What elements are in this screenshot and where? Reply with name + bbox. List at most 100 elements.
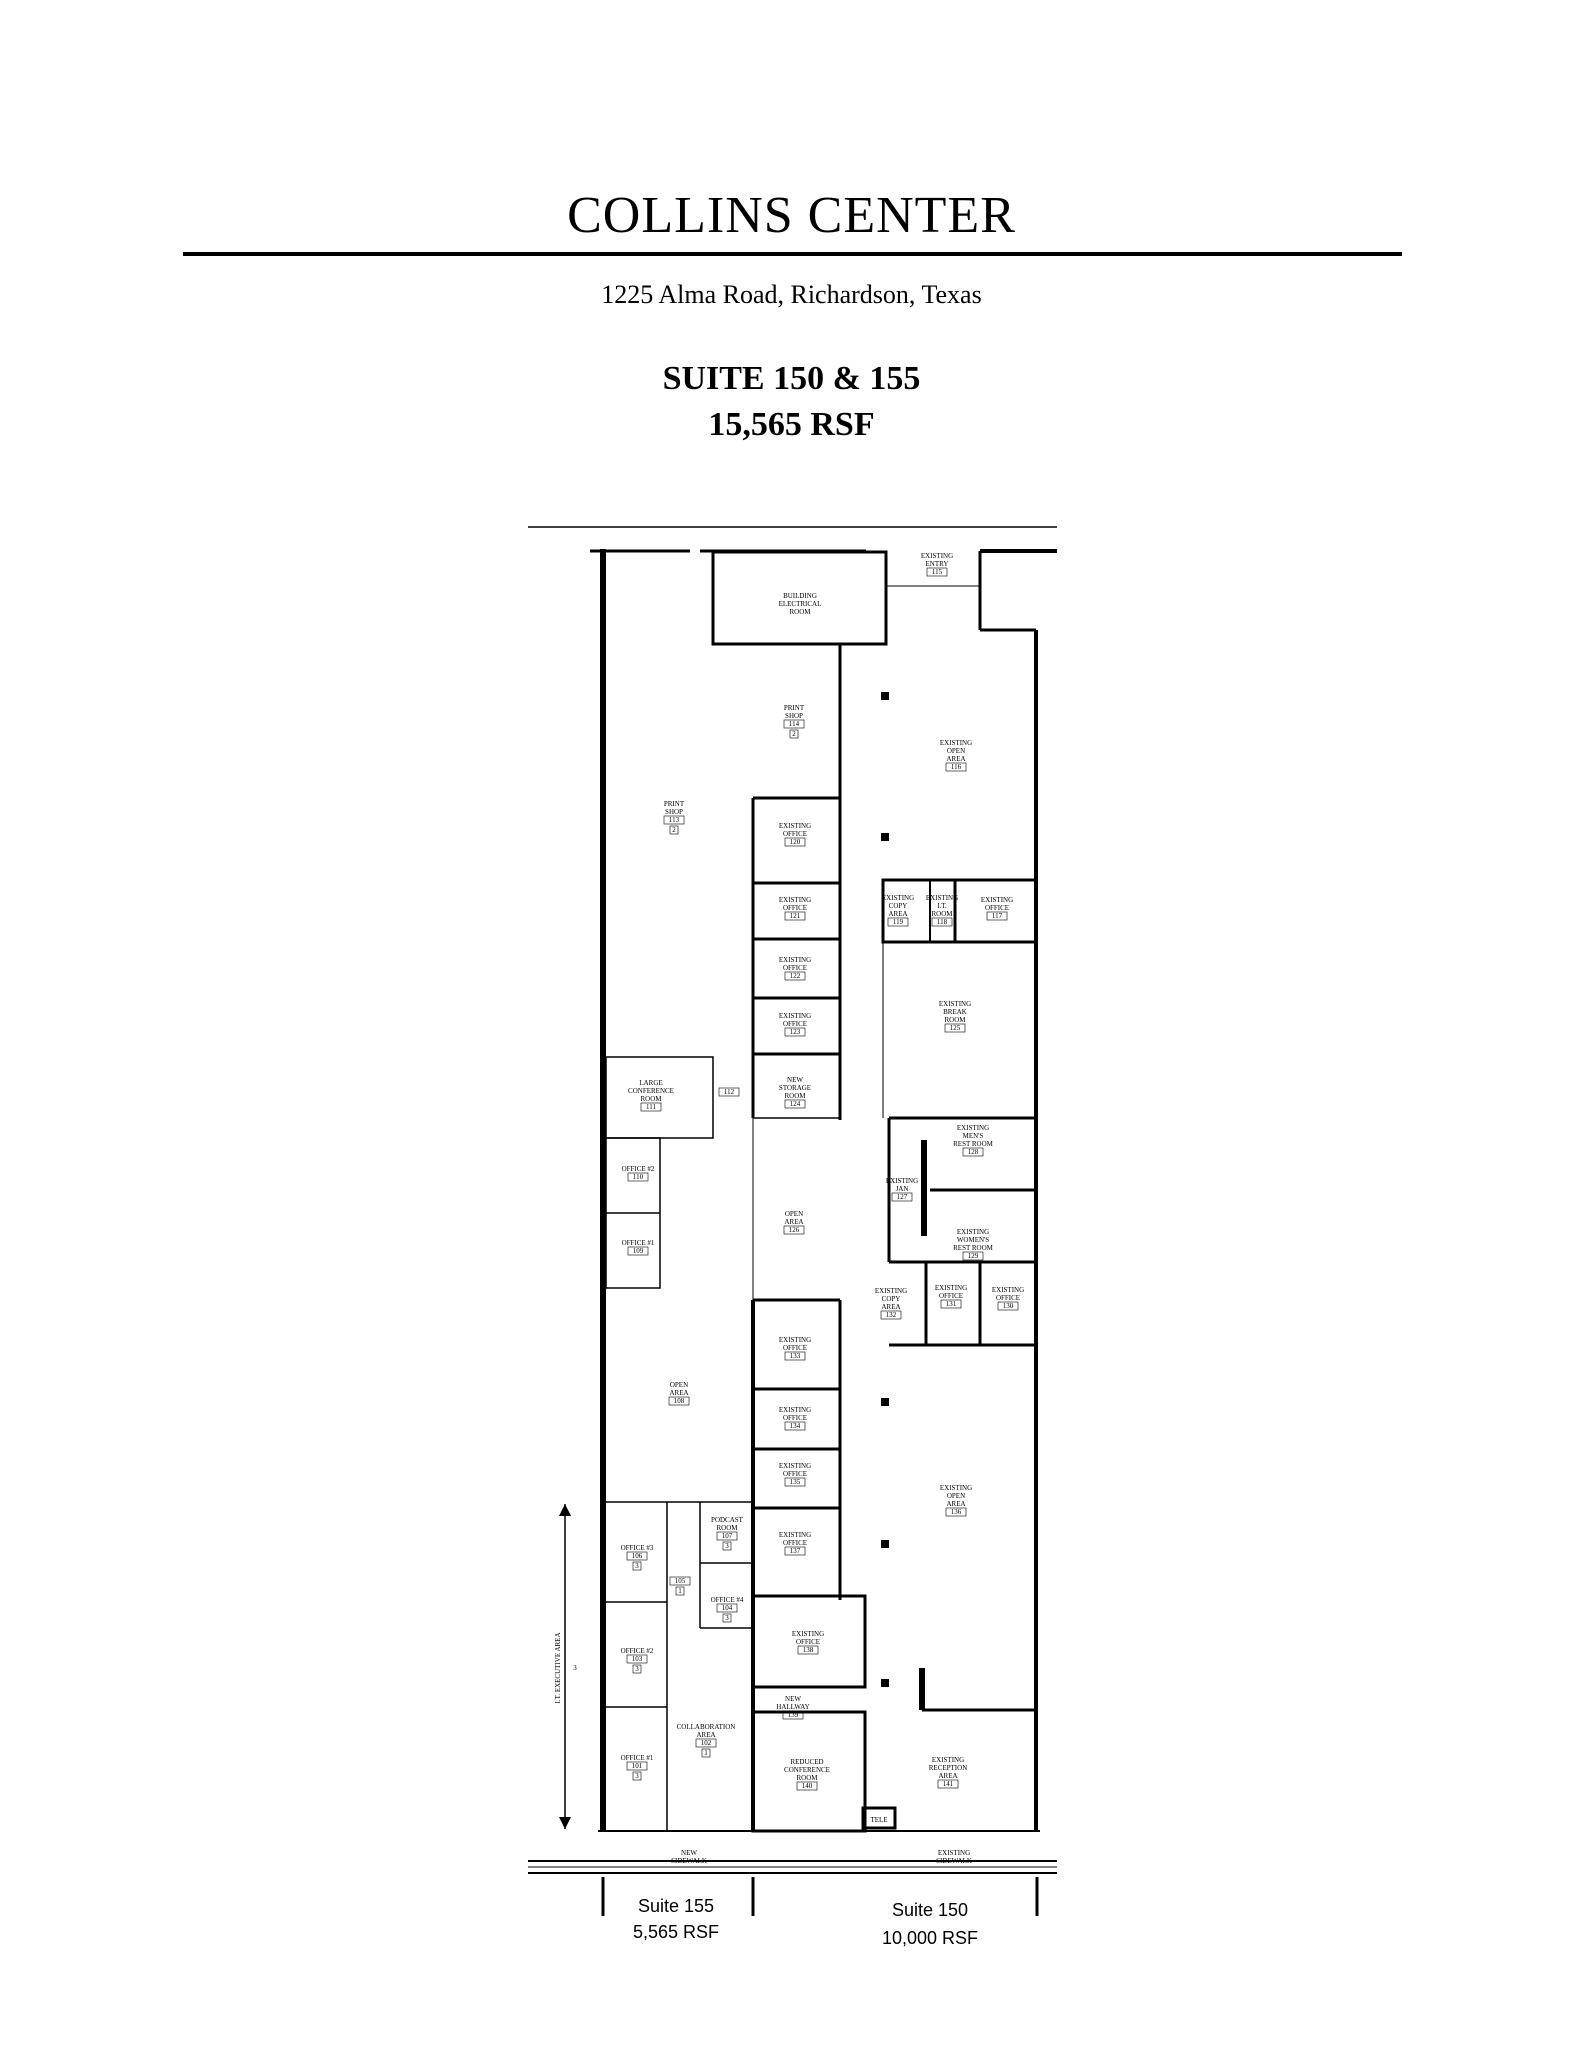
- room-name-line: EXISTING: [938, 1849, 970, 1857]
- room-name-line: EXISTING: [926, 894, 958, 902]
- room-number-box: [784, 971, 806, 981]
- room-name-line: EXISTING: [940, 739, 972, 747]
- room-name-line: COLLABORATION: [677, 1723, 736, 1731]
- room-number: 103: [632, 1655, 643, 1663]
- suite-155-rsf: 5,565 RSF: [633, 1922, 719, 1942]
- room-name-line: ENTRY: [926, 560, 949, 568]
- room-name-line: AREA: [938, 1772, 957, 1780]
- room-number: 124: [790, 1100, 801, 1108]
- room-name-line: CONFERENCE: [784, 1766, 830, 1774]
- room-name-line: EXISTING: [935, 1284, 967, 1292]
- room-name-line: OFFICE: [796, 1638, 820, 1646]
- room-number-box: [716, 1531, 738, 1541]
- room-name-line: EXISTING: [779, 1012, 811, 1020]
- room-tag-box: [632, 1561, 642, 1571]
- room-number: 137: [790, 1547, 801, 1555]
- room-name-line: CONFERENCE: [628, 1087, 674, 1095]
- room-name-line: OFFICE #2: [621, 1647, 654, 1655]
- room-number-box: [626, 1551, 648, 1561]
- room-name-line: EXISTING: [921, 552, 953, 560]
- room-number-box: [962, 1147, 984, 1157]
- room-number-box: [663, 815, 685, 825]
- room-tag-box: [701, 1748, 711, 1758]
- room-number-box: [783, 1225, 805, 1235]
- room-name-line: EXISTING: [779, 822, 811, 830]
- walls: [528, 526, 1057, 1916]
- room-name-line: EXISTING: [875, 1287, 907, 1295]
- room-tag: 3: [635, 1772, 639, 1780]
- room-labels: BUILDINGELECTRICALROOMEXISTINGENTRY115PR…: [621, 552, 1025, 1865]
- room-name-line: PODCAST: [711, 1516, 744, 1524]
- room-number-box: [945, 1507, 967, 1517]
- room-number: 115: [932, 568, 943, 576]
- room-number-box: [782, 1710, 804, 1720]
- room-tag: 3: [725, 1542, 729, 1550]
- room-tag: 1: [704, 1749, 708, 1757]
- room-number: 120: [790, 838, 801, 846]
- room-number: 114: [789, 720, 800, 728]
- room-number: 141: [943, 1780, 954, 1788]
- room-number-box: [797, 1645, 819, 1655]
- room-number: 105: [675, 1577, 686, 1585]
- room-name-line: ROOM: [640, 1095, 662, 1103]
- room-name-line: ROOM: [784, 1092, 806, 1100]
- room-tag: 3: [635, 1562, 639, 1570]
- room-tele: TELE: [870, 1816, 887, 1824]
- room-number-box: [627, 1246, 649, 1256]
- room-number: 134: [790, 1422, 801, 1430]
- room-name-line: OPEN: [670, 1381, 688, 1389]
- room-number-box: [627, 1172, 649, 1182]
- room-number: 116: [951, 763, 962, 771]
- room-tag: 3: [635, 1665, 639, 1673]
- room-name-line: OFFICE: [783, 964, 807, 972]
- room-name-line: OFFICE: [783, 1470, 807, 1478]
- room-name-line: ROOM: [944, 1016, 966, 1024]
- room-name-line: OFFICE #1: [621, 1754, 654, 1762]
- room-number-box: [783, 719, 805, 729]
- room-number: 110: [633, 1173, 644, 1181]
- it-executive-area-tag: 3: [573, 1664, 577, 1672]
- total-rsf: 15,565 RSF: [708, 406, 875, 443]
- room-name-line: OFFICE #2: [622, 1165, 655, 1173]
- room-name-line: ROOM: [716, 1524, 738, 1532]
- room-number: 132: [886, 1311, 897, 1319]
- room-name-line: EXISTING: [886, 1177, 918, 1185]
- room-name-line: ROOM: [796, 1774, 818, 1782]
- room-number: 128: [968, 1148, 979, 1156]
- room-name-line: REST ROOM: [953, 1244, 994, 1252]
- suite-155-name: Suite 155: [638, 1896, 714, 1916]
- room-name-line: RECEPTION: [929, 1764, 968, 1772]
- room-name-line: ELECTRICAL: [779, 600, 822, 608]
- room-name-line: OFFICE: [996, 1294, 1020, 1302]
- room-number: 109: [633, 1247, 644, 1255]
- room-name-line: MEN'S: [963, 1132, 984, 1140]
- room-number-box: [784, 1477, 806, 1487]
- room-number-box: [986, 911, 1008, 921]
- room-number: 129: [968, 1252, 979, 1260]
- address: 1225 Alma Road, Richardson, Texas: [601, 280, 982, 309]
- room-number: 126: [789, 1226, 800, 1234]
- room-number-box: [695, 1738, 717, 1748]
- room-number-box: [640, 1102, 662, 1112]
- room-number-box: [880, 1310, 902, 1320]
- room-name-line: SIDEWALK: [671, 1857, 707, 1865]
- title-rule: [183, 252, 1402, 256]
- room-tag-box: [789, 729, 799, 739]
- room-name-line: EXISTING: [882, 894, 914, 902]
